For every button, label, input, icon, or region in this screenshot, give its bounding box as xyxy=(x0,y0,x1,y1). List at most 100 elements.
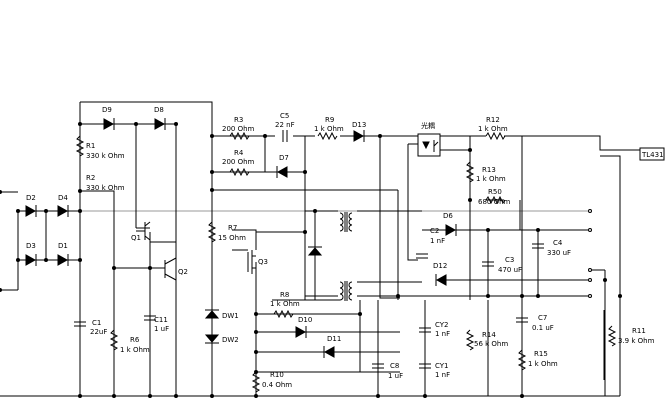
label-r1-value: 330 k Ohm xyxy=(86,152,125,160)
diode-dw2 xyxy=(204,334,220,344)
transformer-upper xyxy=(339,212,353,232)
capacitor-c7 xyxy=(516,317,528,323)
label-r7-value: 15 Ohm xyxy=(218,234,246,242)
label-d12: D12 xyxy=(433,262,447,270)
label-r3-value: 200 Ohm xyxy=(222,125,255,133)
label-r11-value: 3.9 k Ohm xyxy=(618,337,655,345)
label-cy1: CY1 xyxy=(435,362,449,370)
label-r3: R3 xyxy=(234,116,243,124)
label-d2: D2 xyxy=(26,194,36,202)
label-d1: D1 xyxy=(58,242,68,250)
capacitor-c4 xyxy=(532,243,544,249)
resistor-r12 xyxy=(485,131,506,141)
label-c11: C11 xyxy=(154,316,168,324)
diode-d1 xyxy=(57,254,69,266)
resistor-r14 xyxy=(465,329,475,351)
diode-d4 xyxy=(57,205,69,217)
junction-dots xyxy=(0,122,622,398)
resistor-r1 xyxy=(75,135,85,157)
label-dw2: DW2 xyxy=(222,336,239,344)
label-r8-value: 1 k Ohm xyxy=(270,300,300,308)
label-r4-value: 200 Ohm xyxy=(222,158,255,166)
label-d3: D3 xyxy=(26,242,36,250)
resistor-r6 xyxy=(109,329,119,351)
label-r9: R9 xyxy=(325,116,334,124)
diode-d3 xyxy=(25,254,37,266)
diode-dw1 xyxy=(204,309,220,319)
label-r11: R11 xyxy=(632,327,646,335)
label-d10: D10 xyxy=(298,316,312,324)
capacitor-c2 xyxy=(416,253,428,259)
resistor-r8 xyxy=(273,309,294,319)
output-terminals xyxy=(588,209,592,298)
transistor-q1 xyxy=(136,221,151,241)
diode-d11 xyxy=(323,346,335,358)
diode-d6 xyxy=(445,224,457,236)
resistor-r50 xyxy=(485,195,506,205)
label-r15: R15 xyxy=(534,350,548,358)
label-c11-value: 1 uF xyxy=(154,325,169,333)
resistor-r4 xyxy=(229,167,250,177)
label-d8: D8 xyxy=(154,106,164,114)
diode-d2 xyxy=(25,205,37,217)
diode-d7 xyxy=(276,166,288,178)
optocoupler xyxy=(417,133,441,157)
component-labels: D9 D8 R1 330 k Ohm R2 330 k Ohm D2 D4 D3… xyxy=(26,106,664,389)
diode-d10 xyxy=(295,326,307,338)
label-c3-value: 470 uF xyxy=(498,266,522,274)
label-r6: R6 xyxy=(130,336,140,344)
label-c5: C5 xyxy=(280,112,289,120)
transistor-q3 xyxy=(247,250,256,274)
capacitor-cy2 xyxy=(419,327,431,333)
label-r10-value: 0.4 Ohm xyxy=(262,381,292,389)
label-r12: R12 xyxy=(486,116,500,124)
resistor-r3 xyxy=(229,131,250,141)
label-r1: R1 xyxy=(86,142,95,150)
label-d9: D9 xyxy=(102,106,112,114)
diode-d12 xyxy=(435,274,447,286)
label-dw1: DW1 xyxy=(222,312,239,320)
label-r14-value: 56 k Ohm xyxy=(474,340,508,348)
capacitor-c11 xyxy=(144,315,156,321)
label-optocoupler: 光耦 xyxy=(421,121,435,130)
label-r12-value: 1 k Ohm xyxy=(478,125,508,133)
label-r8: R8 xyxy=(280,291,289,299)
label-r4: R4 xyxy=(234,149,244,157)
tl431-regulator xyxy=(639,147,665,161)
label-c8: C8 xyxy=(390,362,399,370)
diode-clamp xyxy=(307,246,323,256)
resistor-r7 xyxy=(207,221,217,243)
wires xyxy=(0,101,640,397)
label-q1: Q1 xyxy=(131,234,141,242)
diode-d9 xyxy=(103,118,115,130)
capacitor-c1 xyxy=(74,321,86,327)
label-c4: C4 xyxy=(553,239,563,247)
label-r10: R10 xyxy=(270,371,284,379)
label-d6: D6 xyxy=(443,212,453,220)
resistor-r10 xyxy=(251,371,261,393)
label-c4-value: 330 uF xyxy=(547,249,571,257)
label-cy2: CY2 xyxy=(435,321,449,329)
label-r13: R13 xyxy=(482,166,496,174)
diode-d8 xyxy=(154,118,166,130)
label-c5-value: 22 nF xyxy=(275,121,295,129)
capacitor-c5 xyxy=(282,130,288,142)
label-c2: C2 xyxy=(430,227,439,235)
label-r13-value: 1 k Ohm xyxy=(476,175,506,183)
label-r50: R50 xyxy=(488,188,502,196)
label-c1: C1 xyxy=(92,319,101,327)
resistor-r9 xyxy=(317,131,338,141)
capacitor-c3 xyxy=(482,261,494,267)
resistor-r11 xyxy=(607,325,617,347)
label-d13: D13 xyxy=(352,121,366,129)
label-c7: C7 xyxy=(538,314,547,322)
label-c3: C3 xyxy=(505,256,514,264)
transformer-lower xyxy=(339,281,353,301)
label-r14: R14 xyxy=(482,331,496,339)
label-r2: R2 xyxy=(86,174,95,182)
capacitor-cy1 xyxy=(419,363,431,369)
label-c1-value: 22uF xyxy=(90,328,107,336)
label-tl431: TL431 xyxy=(641,151,664,159)
label-q2: Q2 xyxy=(178,268,188,276)
